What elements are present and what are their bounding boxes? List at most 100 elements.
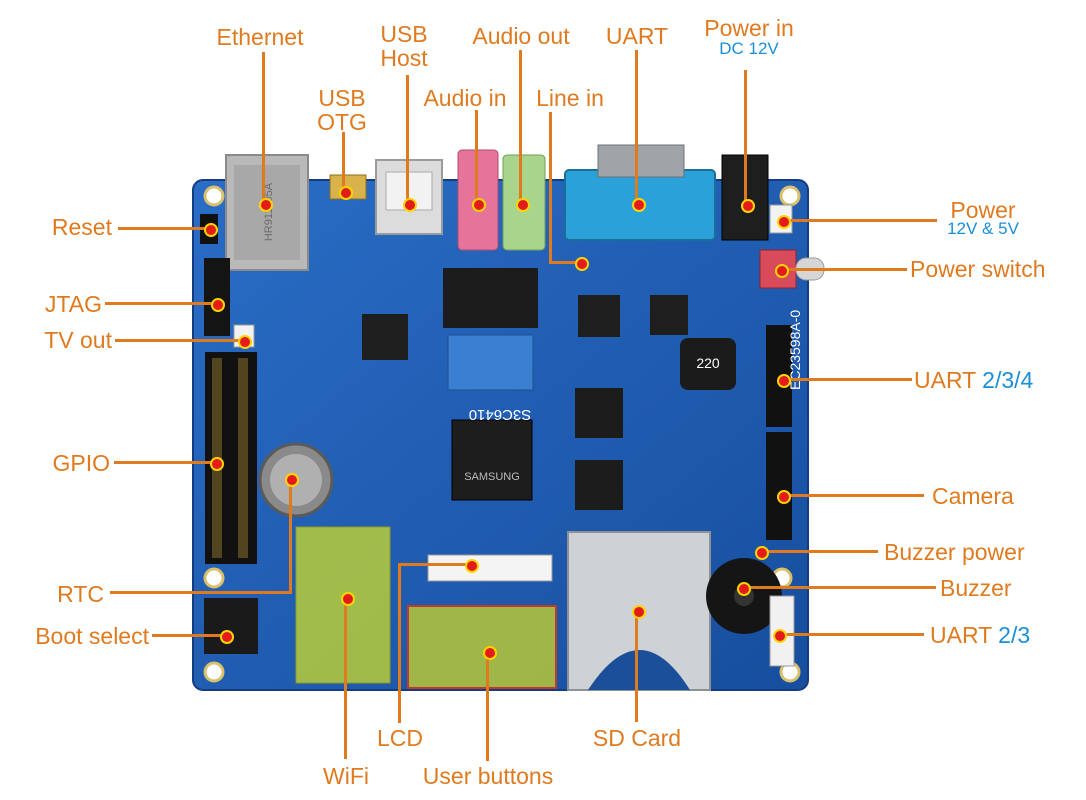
wifi-module [295, 526, 391, 684]
leader-tv-out [115, 339, 243, 342]
inductor [680, 338, 736, 390]
leader-user-buttons [486, 651, 489, 761]
label-usb-otg: USB OTG [317, 85, 367, 135]
marker-power-switch [775, 264, 789, 278]
label-boot-select: Boot select [35, 623, 149, 649]
leader-boot-select [152, 634, 224, 637]
marker-camera [777, 490, 791, 504]
label-reset: Reset [51, 214, 112, 240]
label-audio-out: Audio out [472, 23, 570, 49]
mount-hole [203, 567, 225, 589]
marker-rtc [285, 473, 299, 487]
model-marking-text: EC23598A-0 [787, 310, 803, 390]
label-power-sub: 12V & 5V [947, 219, 1019, 238]
marker-line-in [575, 257, 589, 271]
marker-audio-in [472, 198, 486, 212]
mount-hole [203, 185, 225, 207]
label-rtc: RTC [57, 581, 104, 607]
label-line-in: Line in [536, 85, 604, 111]
marker-power [777, 215, 791, 229]
leader-jtag [105, 302, 215, 305]
label-camera: Camera [932, 483, 1014, 509]
leader-power-switch [780, 268, 907, 271]
leader-usb-host [406, 75, 409, 203]
ic-chip [650, 295, 688, 335]
marker-wifi [341, 592, 355, 606]
user-buttons-area [407, 605, 557, 689]
label-gpio: GPIO [52, 450, 110, 476]
label-uart-top: UART [605, 23, 669, 49]
marker-usb-host [403, 198, 417, 212]
marker-uart23 [773, 629, 787, 643]
marker-power-in [741, 199, 755, 213]
mount-hole [779, 185, 801, 207]
label-wifi: WiFi [323, 763, 369, 789]
label-lcd: LCD [376, 725, 424, 751]
memory-chip [575, 460, 623, 510]
marker-lcd [465, 559, 479, 573]
leader-wifi [344, 597, 347, 759]
label-audio-in: Audio in [423, 85, 507, 111]
label-power-in: Power in [704, 15, 794, 41]
leader-lcd [398, 563, 470, 566]
label-uart23-main: UART [930, 622, 992, 648]
marker-tv-out [238, 335, 252, 349]
lcd-connector [427, 554, 553, 582]
soc-brand-text: SAMSUNG [464, 471, 520, 483]
label-user-buttons: User buttons [422, 763, 554, 789]
marker-reset [204, 223, 218, 237]
label-power-switch: Power switch [910, 256, 1046, 282]
label-uart234: UART 2/3/4 [914, 368, 1033, 392]
label-power: Power [950, 197, 1016, 223]
ic-chip [578, 295, 620, 337]
label-uart23: UART 2/3 [930, 623, 1030, 647]
label-buzzer-power: Buzzer power [884, 539, 1025, 565]
ethernet-marking-text: HR911105A [263, 182, 275, 241]
camera-header [766, 432, 792, 540]
marker-uart-top [632, 198, 646, 212]
leader-buzzer [742, 586, 936, 589]
label-ethernet: Ethernet [216, 24, 304, 50]
leader-line-in [549, 261, 579, 264]
boot-select-switch [204, 598, 258, 654]
label-jtag: JTAG [44, 291, 102, 317]
mount-hole [203, 661, 225, 683]
memory-chip [575, 388, 623, 438]
label-buzzer: Buzzer [940, 575, 1012, 601]
leader-power-in [744, 70, 747, 204]
label-uart234-sub: 2/3/4 [982, 367, 1034, 393]
leader-audio-in [475, 110, 478, 202]
label-sd-card: SD Card [592, 725, 682, 751]
leader-uart23 [778, 633, 924, 636]
leader-audio-out [519, 50, 522, 202]
marker-buzzer-power [755, 546, 769, 560]
marker-boot-select [220, 630, 234, 644]
leader-gpio [114, 461, 214, 464]
leader-reset [118, 227, 208, 230]
label-uart234-main: UART [914, 367, 976, 393]
marker-gpio [210, 457, 224, 471]
label-uart23-sub: 2/3 [998, 622, 1031, 648]
marker-audio-out [516, 198, 530, 212]
leader-uart234 [782, 378, 912, 381]
leader-power [782, 219, 937, 222]
marker-user-buttons [483, 646, 497, 660]
leader-rtc [110, 591, 292, 594]
label-usb-host: USB Host [380, 21, 428, 71]
leader-ethernet [262, 52, 265, 202]
jtag-header [204, 258, 230, 336]
leader-sd-card [635, 610, 638, 722]
leader-usb-otg [342, 132, 345, 190]
soc-chip [451, 419, 533, 501]
memory-chip [447, 334, 534, 391]
label-power-in-sub: DC 12V [719, 39, 779, 58]
inductor-text: 220 [696, 355, 720, 371]
marker-sd-card [632, 605, 646, 619]
marker-uart234 [777, 374, 791, 388]
leader-buzzer-power [760, 550, 878, 553]
label-tv-out: TV out [44, 327, 112, 353]
marker-jtag [211, 298, 225, 312]
marker-ethernet [259, 198, 273, 212]
